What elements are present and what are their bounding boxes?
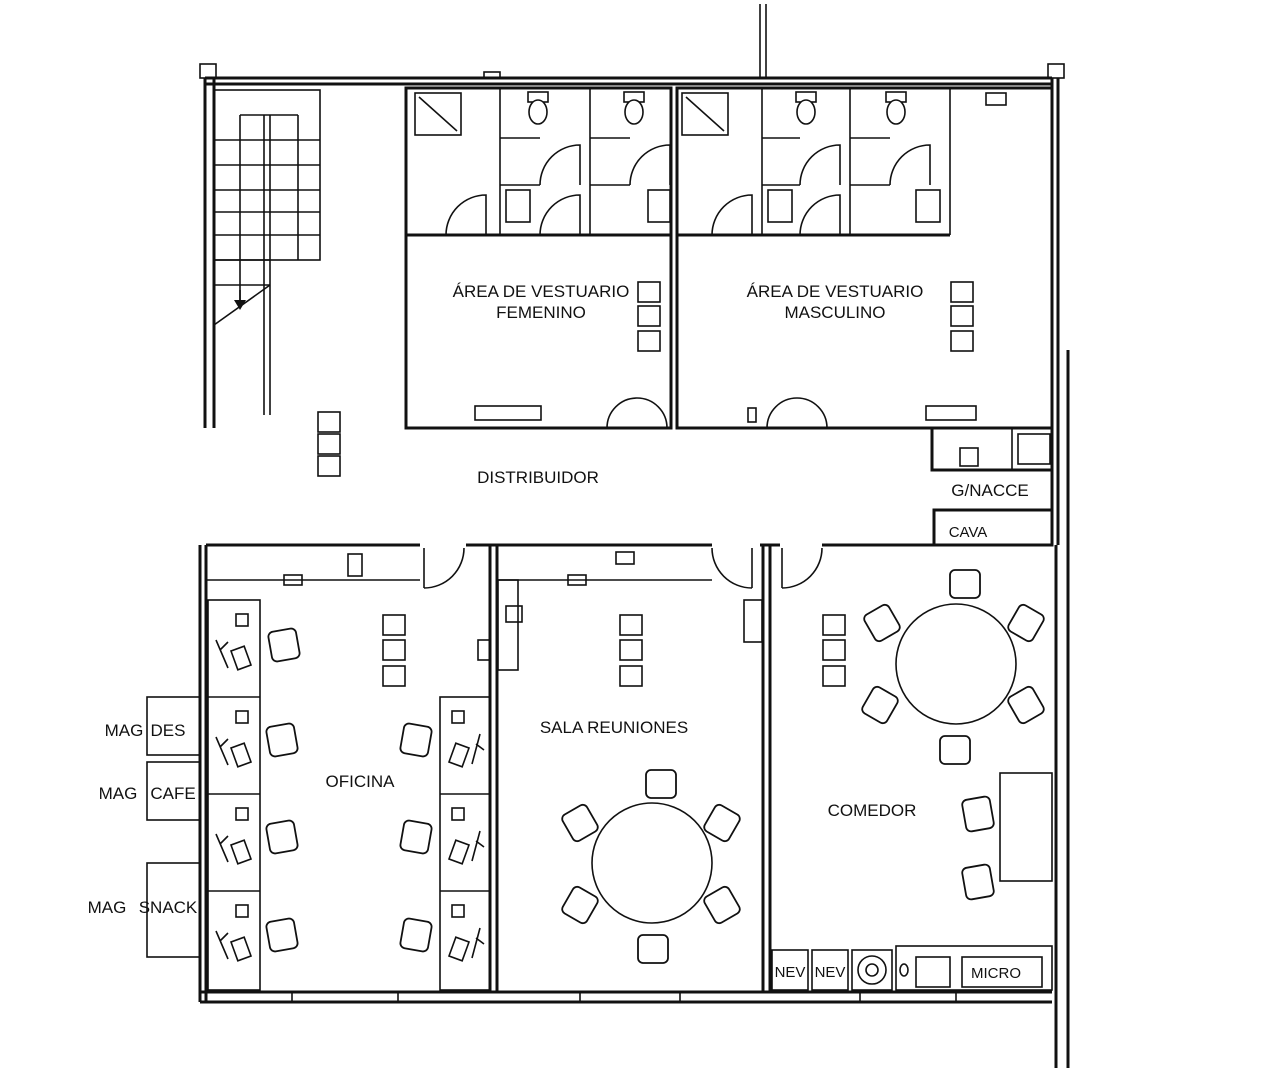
vestuario-masculino <box>675 86 1054 430</box>
oficina-area <box>207 599 491 991</box>
label-gnacce: G/NACCE <box>951 481 1028 500</box>
label-nev-2: NEV <box>815 964 846 981</box>
label-mag-des: MAG <box>105 721 144 740</box>
vestuario-femenino <box>404 86 673 430</box>
south-rooms-walls <box>206 543 1052 992</box>
comedor-lockers <box>822 614 846 687</box>
label-comedor: COMEDOR <box>828 801 917 820</box>
gnacce-cava <box>930 426 1054 547</box>
lockers-masc <box>950 281 974 352</box>
distribuidor-area <box>317 411 341 477</box>
south-windows <box>291 992 957 1002</box>
label-cava: CAVA <box>949 524 988 541</box>
label-micro: MICRO <box>971 965 1021 982</box>
label-mag-snack: MAG <box>88 898 127 917</box>
label-vestuario-fem-2: FEMENINO <box>496 303 586 322</box>
label-vestuario-masc-1: ÁREA DE VESTUARIO <box>747 282 924 301</box>
meeting-lockers <box>619 614 643 687</box>
label-cafe: CAFE <box>150 784 195 803</box>
office-lockers <box>382 614 406 687</box>
sala-reuniones-area <box>561 614 741 964</box>
comedor-area <box>771 569 1053 991</box>
vending-machines <box>146 696 201 958</box>
label-vestuario-fem-1: ÁREA DE VESTUARIO <box>453 282 630 301</box>
label-vestuario-masc-2: MASCULINO <box>784 303 885 322</box>
label-sala-reuniones: SALA REUNIONES <box>540 718 688 737</box>
lockers-fem <box>637 281 661 352</box>
label-distribuidor: DISTRIBUIDOR <box>477 468 599 487</box>
label-des: DES <box>151 721 186 740</box>
label-oficina: OFICINA <box>326 772 396 791</box>
label-nev-1: NEV <box>775 964 806 981</box>
label-snack: SNACK <box>139 898 198 917</box>
staircase <box>213 89 321 415</box>
label-mag-cafe: MAG <box>99 784 138 803</box>
